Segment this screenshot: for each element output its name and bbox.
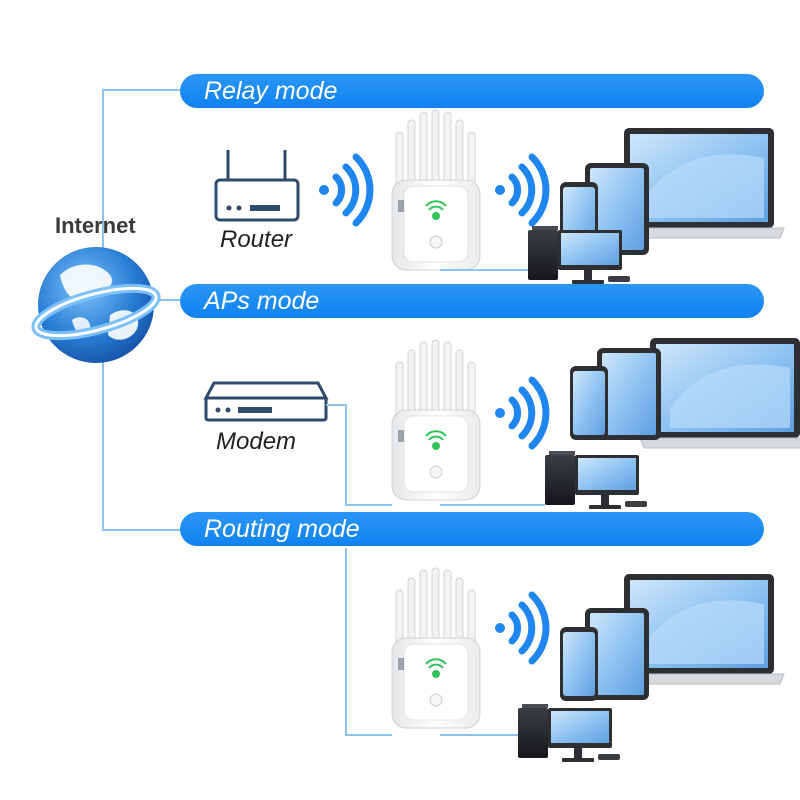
routing-mode-banner: Routing mode: [180, 512, 764, 546]
globe-icon: [31, 247, 161, 363]
connector-line: [326, 404, 392, 506]
laptop-icon: [639, 337, 800, 449]
mode-label: Relay mode: [204, 77, 338, 105]
wifi-signal-icon: [495, 157, 546, 223]
modem-label: Modem: [216, 428, 297, 455]
router-icon: [214, 150, 300, 222]
extender-icon: [391, 109, 481, 271]
wifi-signal-icon: [495, 380, 546, 446]
desktop-pc-icon: [518, 704, 620, 762]
relay-mode-banner: Relay mode: [180, 74, 764, 108]
modem-icon: [203, 381, 329, 422]
connector-line: [345, 548, 392, 736]
desktop-pc-icon: [528, 226, 630, 284]
wifi-signal-icon: [495, 595, 546, 661]
smartphone-icon: [570, 366, 608, 440]
wifi-signal-icon: [319, 157, 370, 223]
internet-label: Internet: [55, 213, 136, 238]
mode-label: Routing mode: [204, 515, 360, 543]
aps-mode-banner: APs mode: [180, 284, 764, 318]
extender-icon: [391, 339, 481, 501]
router-label: Router: [220, 226, 293, 253]
desktop-pc-icon: [545, 451, 647, 509]
smartphone-icon: [560, 627, 598, 701]
extender-icon: [391, 567, 481, 729]
mode-label: APs mode: [204, 287, 320, 315]
